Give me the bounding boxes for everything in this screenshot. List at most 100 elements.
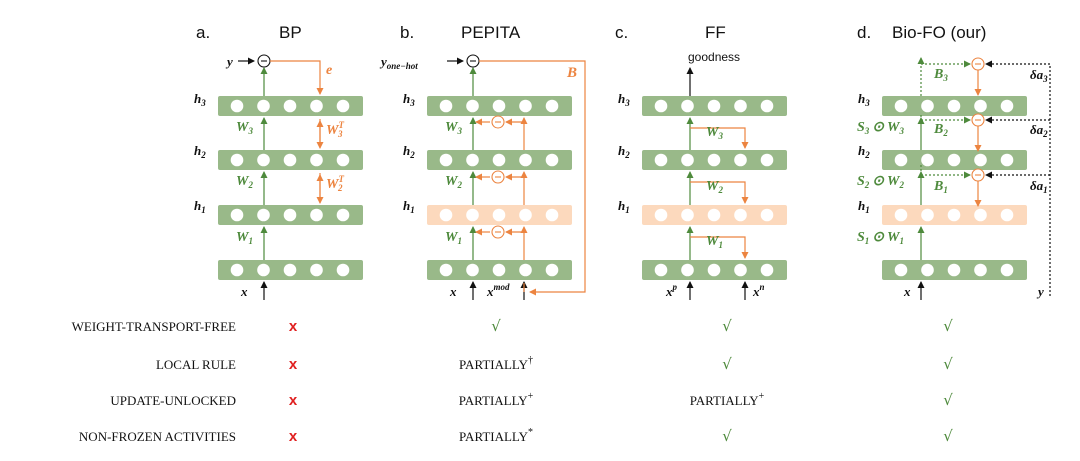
neuron	[894, 153, 908, 167]
partial-label: PARTIALLY†	[459, 355, 533, 372]
h1-label: h1	[618, 198, 630, 215]
h2-label: h2	[858, 143, 870, 160]
neuron	[466, 263, 479, 277]
neuron	[283, 263, 297, 277]
neuron	[974, 263, 987, 277]
neuron	[230, 99, 244, 113]
h1-label: h1	[194, 198, 206, 215]
neuron	[257, 263, 270, 277]
neuron	[760, 153, 774, 167]
neuron	[519, 208, 532, 222]
neuron	[947, 263, 961, 277]
neuron	[707, 99, 721, 113]
panel-d-title: d. Bio-FO (our)	[857, 23, 986, 42]
W3-label: W3	[236, 120, 253, 136]
neuron	[707, 263, 721, 277]
neuron	[439, 263, 453, 277]
neuron	[466, 153, 479, 167]
W1-label: W1	[445, 230, 462, 246]
neuron	[257, 208, 270, 222]
neuron	[921, 153, 934, 167]
input-xp-label: xp	[665, 282, 678, 299]
W2-label: W2	[445, 174, 462, 190]
panel-d-labels: h3 h2 h1 x y B3 B2 B1 S3⊙W3 S2⊙W2 S1⊙W1 …	[857, 67, 1048, 299]
neuron	[310, 208, 323, 222]
cross-icon: x	[289, 392, 298, 409]
W1-label: W1	[706, 234, 723, 250]
neuron	[974, 208, 987, 222]
check-icon: √	[943, 355, 953, 373]
neuron	[310, 263, 323, 277]
neuron	[734, 99, 747, 113]
neuron	[1000, 99, 1014, 113]
h3-label: h3	[194, 91, 206, 108]
input-x-label: x	[240, 284, 248, 299]
neuron	[1000, 263, 1014, 277]
cross-icon: x	[289, 318, 298, 335]
delta-a3-label: δa3	[1030, 67, 1048, 84]
neuron	[681, 208, 694, 222]
check-icon: √	[722, 355, 732, 373]
cross-icon: x	[289, 356, 298, 373]
W2-label: W2	[706, 179, 723, 195]
neuron	[1000, 208, 1014, 222]
input-xmod-label: xmod	[486, 282, 510, 299]
neuron	[336, 153, 350, 167]
layer-bars	[218, 96, 1027, 280]
neuron	[519, 153, 532, 167]
error-e-label: e	[326, 63, 332, 78]
check-icon: √	[943, 317, 953, 335]
svg-text:a.: a.	[196, 23, 210, 42]
input-x-label: x	[903, 284, 911, 299]
check-icon: √	[943, 427, 953, 445]
neuron	[283, 99, 297, 113]
cross-icon: x	[289, 428, 298, 445]
neuron	[707, 208, 721, 222]
local-update-arrow	[690, 127, 749, 149]
goodness-label: goodness	[688, 50, 740, 64]
neuron	[519, 99, 532, 113]
criterion-label: LOCAL RULE	[156, 357, 236, 372]
h3-label: h3	[403, 91, 415, 108]
neuron	[257, 153, 270, 167]
neuron	[230, 208, 244, 222]
feedback-B-arrow	[479, 60, 586, 296]
neuron	[310, 99, 323, 113]
panel-b-title: b. PEPITA	[400, 23, 521, 42]
panel-c-labels: goodness h3 h2 h1 xp xn W3 W2 W1	[618, 50, 765, 299]
neuron	[230, 263, 244, 277]
neuron	[654, 263, 668, 277]
input-xn-label: xn	[752, 282, 765, 299]
neuron	[760, 99, 774, 113]
neuron	[974, 153, 987, 167]
S2W2-label: S2⊙W2	[857, 174, 904, 190]
neuron	[545, 263, 559, 277]
neuron	[439, 208, 453, 222]
neuron	[654, 208, 668, 222]
local-update-arrow	[690, 236, 749, 259]
neuron	[947, 153, 961, 167]
B1-label: B1	[933, 179, 948, 195]
neuron	[336, 208, 350, 222]
h2-label: h2	[403, 143, 415, 160]
h3-label: h3	[618, 91, 630, 108]
W3-label: W3	[445, 120, 462, 136]
partial-label: PARTIALLY+	[459, 391, 534, 408]
neuron	[894, 208, 908, 222]
neuron	[707, 153, 721, 167]
partial-label: PARTIALLY+	[690, 391, 765, 408]
B3-label: B3	[933, 67, 948, 83]
h1-label: h1	[403, 198, 415, 215]
neuron	[466, 99, 479, 113]
target-y-label: y	[225, 54, 233, 69]
delta-a1-label: δa1	[1030, 178, 1048, 195]
neuron	[257, 99, 270, 113]
h2-label: h2	[194, 143, 206, 160]
neuron	[545, 208, 559, 222]
panel-c-title: c. FF	[615, 23, 726, 42]
neuron	[230, 153, 244, 167]
svg-text:b.: b.	[400, 23, 414, 42]
error-arrow	[270, 60, 324, 95]
